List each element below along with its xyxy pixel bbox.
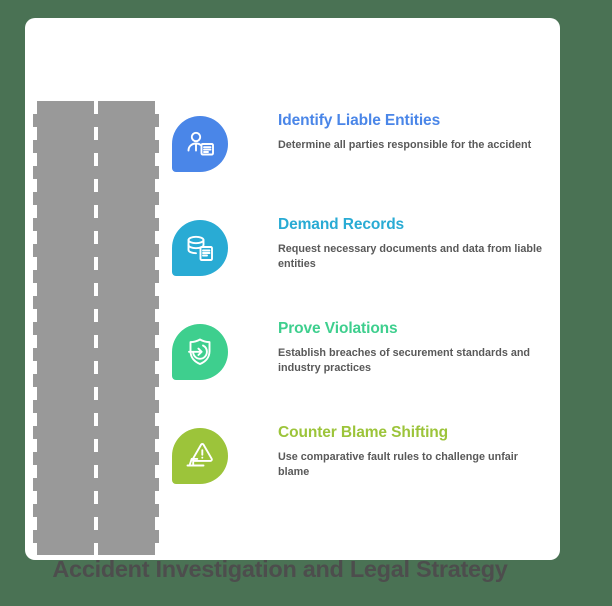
- road-left-edge-line: [33, 101, 37, 555]
- step-heading-2: Demand Records: [278, 216, 405, 233]
- steps-list: Identify Liable Entities Determine all p…: [172, 112, 550, 528]
- step-body-2: Demand Records Request necessary documen…: [278, 216, 550, 273]
- badge-step-4: [172, 428, 228, 484]
- shield-arrow-icon: [183, 335, 217, 369]
- step-item-prove-violations[interactable]: Prove Violations Establish breaches of s…: [172, 320, 550, 424]
- database-document-icon: [183, 231, 217, 265]
- step-description-1: Determine all parties responsible for th…: [278, 139, 532, 152]
- step-heading-4: Counter Blame Shifting: [278, 424, 449, 441]
- step-description-2: Request necessary documents and data fro…: [278, 243, 543, 271]
- step-body-3: Prove Violations Establish breaches of s…: [278, 320, 550, 377]
- road-graphic: [33, 101, 159, 555]
- badge-step-1: [172, 116, 228, 172]
- step-item-identify-liable-entities[interactable]: Identify Liable Entities Determine all p…: [172, 112, 550, 216]
- step-item-demand-records[interactable]: Demand Records Request necessary documen…: [172, 216, 550, 320]
- step-heading-3: Prove Violations: [278, 320, 398, 337]
- road-right-edge-line: [155, 101, 159, 555]
- person-document-icon: [183, 127, 217, 161]
- badge-step-2: [172, 220, 228, 276]
- road-center-dashed-line: [94, 101, 98, 555]
- step-item-counter-blame-shifting[interactable]: Counter Blame Shifting Use comparative f…: [172, 424, 550, 528]
- step-body-1: Identify Liable Entities Determine all p…: [278, 112, 550, 153]
- page-title: Accident Investigation and Legal Strateg…: [52, 556, 508, 582]
- badge-step-3: [172, 324, 228, 380]
- step-heading-1: Identify Liable Entities: [278, 112, 441, 129]
- step-description-3: Establish breaches of securement standar…: [278, 347, 531, 375]
- step-body-4: Counter Blame Shifting Use comparative f…: [278, 424, 550, 481]
- step-description-4: Use comparative fault rules to challenge…: [278, 451, 518, 479]
- warning-truck-icon: [183, 439, 217, 473]
